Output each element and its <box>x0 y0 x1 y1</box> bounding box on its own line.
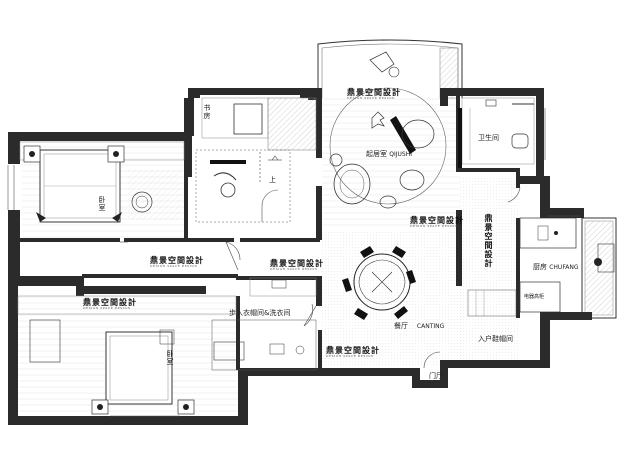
room-label-walkin: 步入衣帽间&洗衣间 <box>229 309 291 317</box>
room-label-bathroom: 卫生间 <box>478 134 499 142</box>
watermark-text: 鼎景空間設計 <box>326 345 380 355</box>
living-label-en: QIJUSHI <box>389 151 412 158</box>
kitchen-appliance-label: 电器高柜 <box>524 294 545 300</box>
room-label-entrance-closet: 入户鞋帽间 <box>478 335 513 343</box>
room-label-bedroom-master: 卧室 <box>166 350 174 366</box>
balcony-right <box>581 217 617 319</box>
living-label-cn: 起居室 <box>366 150 387 158</box>
room-label-study-top: 书房 <box>203 104 211 120</box>
room-label-dining: 餐厅 CANTING <box>394 323 444 330</box>
room-label-kitchen: 厨房 CHUFANG <box>533 264 578 271</box>
watermark-text: 鼎景空間設計 <box>347 87 401 97</box>
kitchen-label-cn: 厨房 <box>533 263 547 271</box>
living-furniture <box>329 51 447 209</box>
watermark-sub: DESIGN SPACE DESIGN <box>326 354 374 358</box>
bedroom-top-furniture <box>19 141 185 223</box>
room-label-foyer: 门厅 <box>429 372 443 380</box>
room-label-living: 起居室 QIJUSHI <box>366 151 412 158</box>
walkin-fixtures <box>211 277 317 371</box>
kitchen-fixtures <box>467 217 615 317</box>
dining-label-en: CANTING <box>416 323 445 330</box>
watermark-text: 鼎景空間設計 <box>150 255 204 265</box>
watermark-text: 鼎景空間設計 <box>484 214 494 268</box>
kitchen-label-en: CHUFANG <box>549 264 579 271</box>
master-bedroom-furniture <box>17 295 237 415</box>
watermark-sub: DESIGN SPACE DESIGN <box>150 264 198 268</box>
watermark-text: 鼎景空間設計 <box>270 258 324 268</box>
study-furniture <box>195 97 317 223</box>
watermark-sub: DESIGN SPACE DESIGN <box>410 224 458 228</box>
watermark-text: 鼎景空間設計 <box>410 215 464 225</box>
bathroom-fixtures <box>458 97 535 168</box>
windows <box>7 108 580 417</box>
doors <box>120 187 521 369</box>
balcony-top <box>317 39 463 99</box>
watermark-sub: DESIGN SPACE DESIGN <box>347 96 395 100</box>
dining-label-cn: 餐厅 <box>394 322 408 330</box>
watermark-sub: DESIGN SPACE DESIGN <box>83 306 131 310</box>
watermark-sub: DESIGN SPACE DESIGN <box>270 267 318 271</box>
watermark-7: 鼎景空間設計 <box>484 214 494 268</box>
room-label-bedroom-top: 卧室 <box>98 196 106 212</box>
dining-furniture <box>342 246 416 320</box>
exterior-walls <box>8 88 592 425</box>
stairs-up-label: 上 <box>269 176 276 184</box>
watermark-text: 鼎景空間設計 <box>83 297 137 307</box>
